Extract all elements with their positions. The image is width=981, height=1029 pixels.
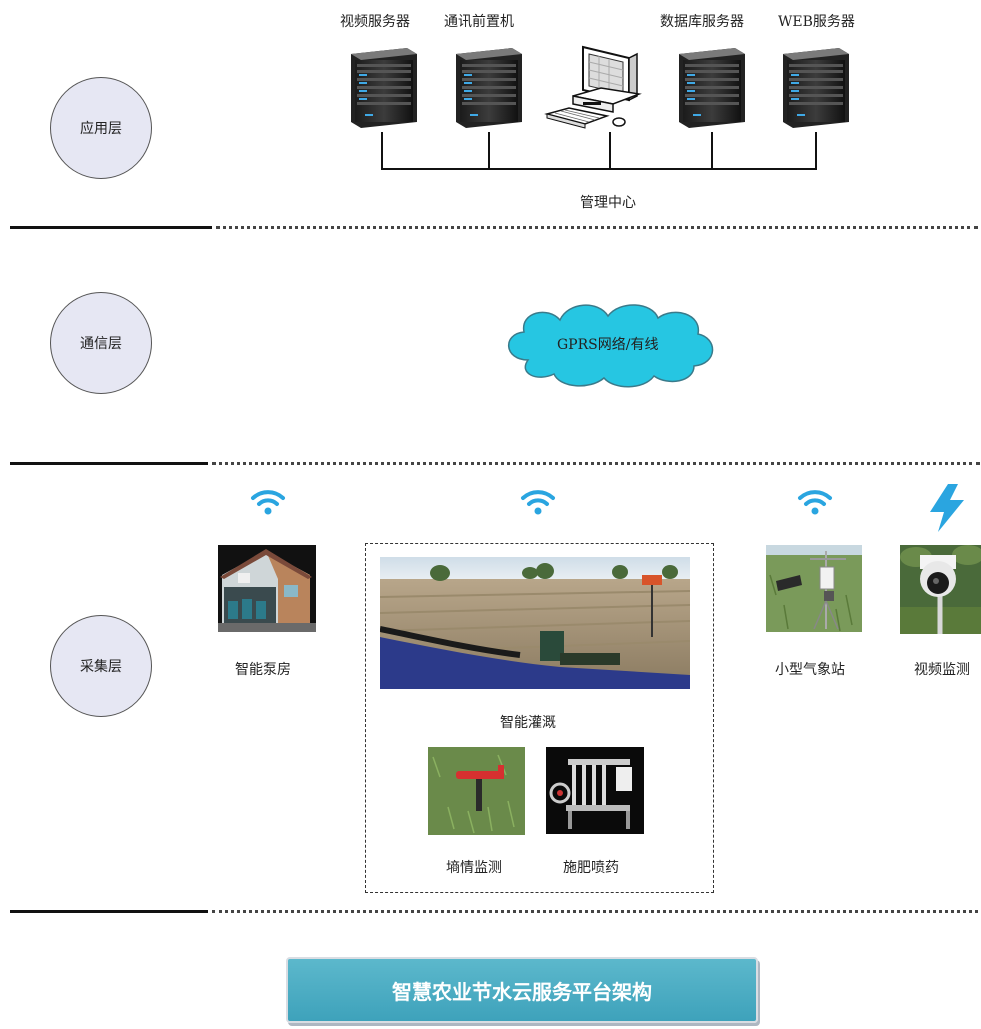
label-comm-front: 通讯前置机 bbox=[444, 14, 514, 30]
layer-circle-collection: 采集层 bbox=[50, 615, 152, 717]
wifi-icon bbox=[798, 490, 832, 515]
weather-station-label: 小型气象站 bbox=[775, 662, 845, 678]
connector-drop bbox=[711, 132, 713, 169]
video-monitor-label: 视频监测 bbox=[914, 662, 970, 678]
connector-drop bbox=[815, 132, 817, 169]
layer-circle-application: 应用层 bbox=[50, 77, 152, 179]
wifi-icon bbox=[251, 490, 285, 515]
diagram-title-banner: 智慧农业节水云服务平台架构 bbox=[286, 957, 758, 1023]
server-icon bbox=[450, 48, 524, 128]
irrigation-label: 智能灌溉 bbox=[500, 715, 556, 731]
layer-label-application: 应用层 bbox=[80, 121, 122, 137]
label-video-server: 视频服务器 bbox=[340, 14, 410, 30]
pump-house-image bbox=[218, 545, 316, 632]
lightning-icon bbox=[930, 484, 964, 532]
server-icon bbox=[345, 48, 419, 128]
cloud-icon bbox=[507, 304, 714, 388]
separator-dotted bbox=[216, 226, 978, 229]
separator-solid bbox=[10, 462, 208, 465]
server-icon bbox=[673, 48, 747, 128]
layer-label-communication: 通信层 bbox=[80, 336, 122, 352]
diagram-title: 智慧农业节水云服务平台架构 bbox=[392, 979, 652, 1004]
cloud-label: GPRS网络/有线 bbox=[557, 337, 659, 353]
connector-drop bbox=[488, 132, 490, 169]
video-camera-image bbox=[900, 545, 981, 634]
pump-house-label: 智能泵房 bbox=[235, 662, 291, 678]
connector-bus bbox=[381, 168, 817, 170]
separator-dotted bbox=[212, 910, 978, 913]
layer-label-collection: 采集层 bbox=[80, 659, 122, 675]
soil-monitor-image bbox=[428, 747, 525, 835]
connector-drop bbox=[381, 132, 383, 169]
management-center-label: 管理中心 bbox=[580, 195, 636, 211]
irrigation-field-image bbox=[380, 557, 690, 689]
separator-solid bbox=[10, 226, 212, 229]
weather-station-image bbox=[766, 545, 862, 632]
label-web-server: WEB服务器 bbox=[778, 14, 855, 30]
label-database-server: 数据库服务器 bbox=[660, 14, 744, 30]
separator-solid bbox=[10, 910, 208, 913]
fertilizer-image bbox=[546, 747, 644, 834]
soil-monitor-label: 墒情监测 bbox=[446, 860, 502, 876]
fertilizer-label: 施肥喷药 bbox=[563, 860, 619, 876]
computer-icon bbox=[544, 45, 642, 129]
server-icon bbox=[777, 48, 851, 128]
irrigation-group-box bbox=[365, 543, 714, 893]
layer-circle-communication: 通信层 bbox=[50, 292, 152, 394]
wifi-icon bbox=[521, 490, 555, 515]
connector-drop bbox=[609, 132, 611, 169]
separator-dotted bbox=[212, 462, 980, 465]
